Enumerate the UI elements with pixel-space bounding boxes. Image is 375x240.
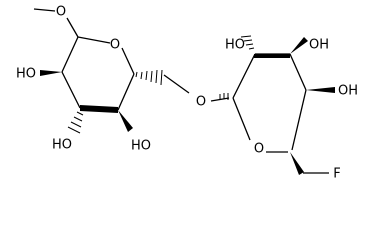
bond-methoxy-o-ring bbox=[66, 17, 79, 38]
bond-ring1-left-lower bbox=[61, 71, 81, 109]
bond-ring1-right-upper bbox=[121, 47, 135, 75]
bond-ring1-top bbox=[77, 36, 111, 44]
ring2-oh-right-label: OH bbox=[338, 84, 358, 99]
ring2-oh-top-left-label: HO bbox=[225, 38, 245, 53]
methoxy-group bbox=[33, 8, 79, 38]
ring1-oh-bottom-left-label: HO bbox=[52, 138, 72, 153]
bond-ring1-right-lower bbox=[117, 73, 135, 111]
bond-o-to-ring2 bbox=[210, 97, 230, 102]
bond-methoxy-o-methyl bbox=[33, 8, 56, 12]
wedge-ring2-ch2f bbox=[290, 152, 304, 175]
wedge-ring1-oh-bottom-right bbox=[118, 110, 133, 132]
ring1-oh-bottom-right-label: HO bbox=[131, 139, 151, 154]
bond-ring2-left-upper bbox=[232, 53, 256, 99]
hash-ring1-oh-bottom-left bbox=[67, 111, 84, 134]
methoxy-oxygen-label: O bbox=[56, 5, 66, 20]
wedge-ring2-oh-right bbox=[306, 87, 335, 93]
bond-ring2-right-upper bbox=[289, 53, 307, 91]
ring-1-bonds bbox=[61, 36, 135, 111]
ring2-oxygen-label: O bbox=[254, 142, 264, 157]
fluorine-label: F bbox=[333, 167, 340, 182]
bond-ch2-link-down bbox=[163, 74, 190, 94]
ring1-oh-left-label: HO bbox=[16, 67, 36, 82]
glycosidic-oxygen-label: O bbox=[196, 95, 206, 110]
ring-2-bonds bbox=[232, 53, 307, 153]
hash-ring2-oh-top-left bbox=[240, 35, 255, 50]
wedge-ring2-oh-top-right bbox=[290, 37, 308, 54]
ring1-oxygen-label: O bbox=[110, 38, 120, 53]
ring2-oh-top-right-label: OH bbox=[309, 38, 329, 53]
bond-ring2-left-lower bbox=[232, 97, 251, 141]
wedge-ring1-bottom bbox=[80, 105, 118, 113]
bond-ring1-left-upper bbox=[61, 36, 79, 73]
hash-ring2-anomeric-o bbox=[219, 93, 229, 100]
hash-ring1-ch2 bbox=[135, 69, 163, 86]
wedge-ring1-oh-left bbox=[40, 70, 62, 76]
molecule-structure-diagram: O O HO HO HO O O HO OH OH F bbox=[16, 5, 358, 182]
wedge-ring2-top bbox=[254, 54, 290, 58]
bond-ring2-right-lower bbox=[291, 89, 307, 151]
